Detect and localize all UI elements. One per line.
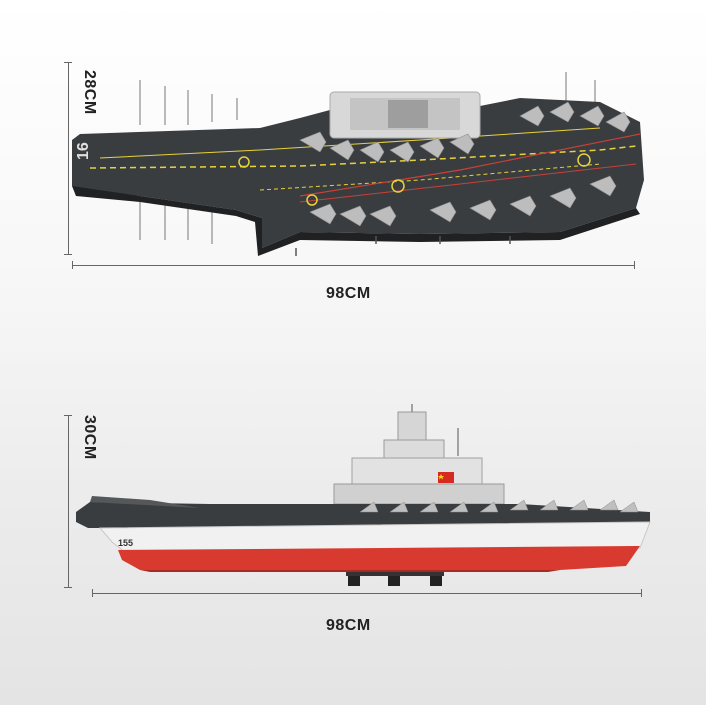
top-height-tick-top [64,62,72,63]
top-length-tick-left [72,261,73,269]
side-length-tick-right [641,589,642,597]
svg-text:16: 16 [75,142,92,160]
top-length-tick-right [634,261,635,269]
svg-text:155: 155 [118,538,133,548]
side-height-tick-top [64,415,72,416]
side-length-tick-left [92,589,93,597]
side-height-tick-bottom [64,587,72,588]
side-length-dimension-line [92,593,642,594]
top-height-dimension-line [68,62,69,254]
side-height-dimension-line [68,415,69,587]
top-length-dimension-line [72,265,635,266]
top-height-tick-bottom [64,254,72,255]
top-length-label: 98CM [326,285,371,302]
side-length-label: 98CM [326,617,371,634]
